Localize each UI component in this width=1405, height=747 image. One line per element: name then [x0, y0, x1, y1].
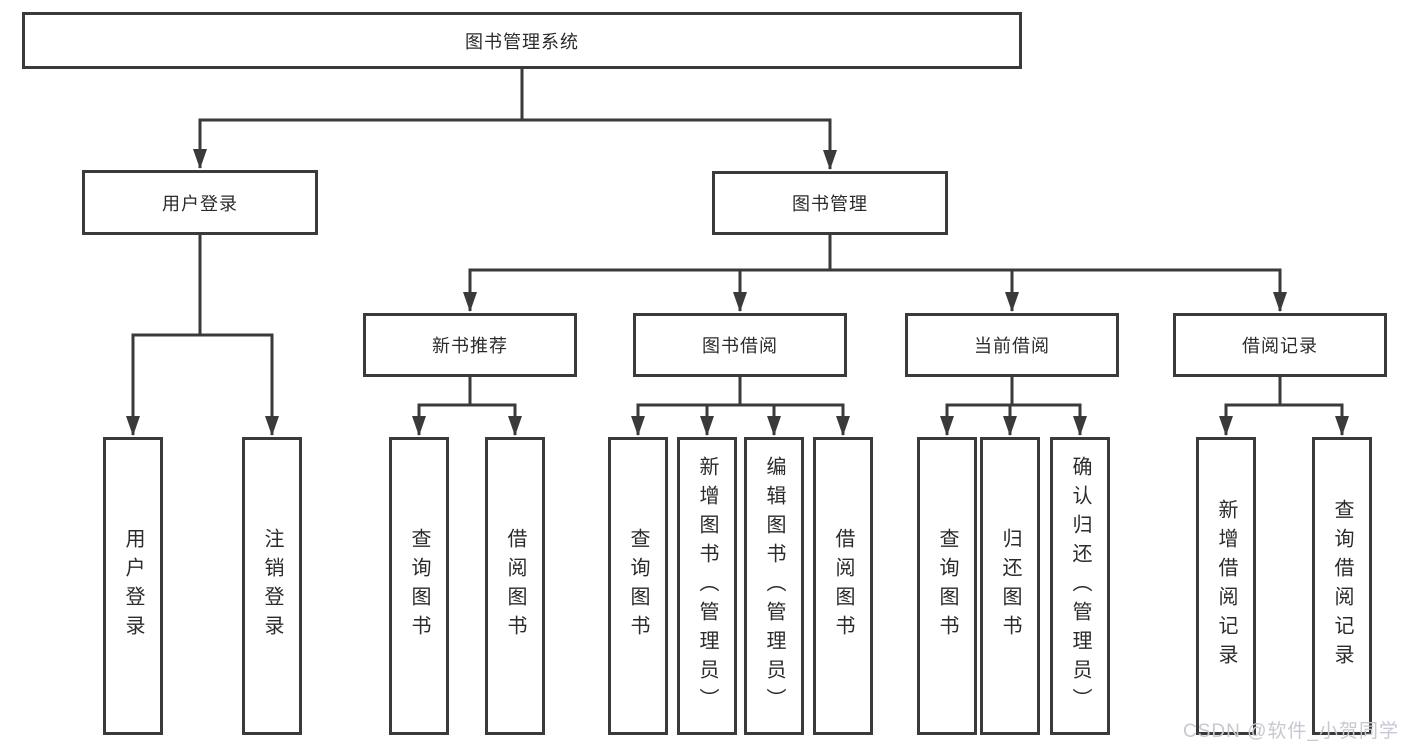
node-label: 新书推荐 [432, 336, 508, 356]
leaf-label: 查询图书 [408, 528, 430, 644]
leaf-query-books-current: 查询图书 [917, 437, 977, 735]
node-label: 图书管理系统 [465, 31, 579, 52]
leaf-add-books-admin: 新增图书（管理员） [677, 437, 737, 735]
leaf-label: 查询借阅记录 [1331, 499, 1353, 673]
node-borrow-records: 借阅记录 [1173, 313, 1387, 377]
leaf-borrow-books: 借阅图书 [813, 437, 873, 735]
node-label: 图书借阅 [702, 336, 778, 356]
node-book-borrowing: 图书借阅 [633, 313, 847, 377]
leaf-edit-books-admin: 编辑图书（管理员） [744, 437, 804, 735]
node-root-library-system: 图书管理系统 [22, 12, 1022, 69]
node-user-login: 用户登录 [82, 170, 318, 235]
node-current-borrowing: 当前借阅 [905, 313, 1119, 377]
leaf-query-books-borrow: 查询图书 [608, 437, 668, 735]
leaf-borrow-books-recommend: 借阅图书 [485, 437, 545, 735]
leaf-label: 编辑图书（管理员） [763, 455, 785, 717]
leaf-label: 确认归还（管理员） [1069, 455, 1091, 717]
leaf-label: 查询图书 [936, 528, 958, 644]
leaf-label: 用户登录 [122, 528, 144, 644]
leaf-confirm-return-admin: 确认归还（管理员） [1050, 437, 1110, 735]
leaf-label: 归还图书 [999, 528, 1021, 644]
leaf-label: 新增借阅记录 [1215, 499, 1237, 673]
node-label: 当前借阅 [974, 336, 1050, 356]
node-book-management: 图书管理 [712, 171, 948, 235]
leaf-label: 借阅图书 [504, 528, 526, 644]
leaf-label: 查询图书 [627, 528, 649, 644]
node-label: 借阅记录 [1242, 336, 1318, 356]
leaf-user-login: 用户登录 [103, 437, 163, 735]
leaf-label: 借阅图书 [832, 528, 854, 644]
node-label: 用户登录 [162, 193, 238, 214]
leaf-label: 新增图书（管理员） [696, 455, 718, 717]
leaf-return-books: 归还图书 [980, 437, 1040, 735]
csdn-watermark: CSDN @软件_小贺同学 [1183, 721, 1399, 742]
leaf-add-borrow-record: 新增借阅记录 [1196, 437, 1256, 735]
node-label: 图书管理 [792, 194, 868, 214]
leaf-query-books-recommend: 查询图书 [389, 437, 449, 735]
node-new-book-recommend: 新书推荐 [363, 313, 577, 377]
leaf-logout: 注销登录 [242, 437, 302, 735]
leaf-label: 注销登录 [261, 528, 283, 644]
leaf-query-borrow-record: 查询借阅记录 [1312, 437, 1372, 735]
